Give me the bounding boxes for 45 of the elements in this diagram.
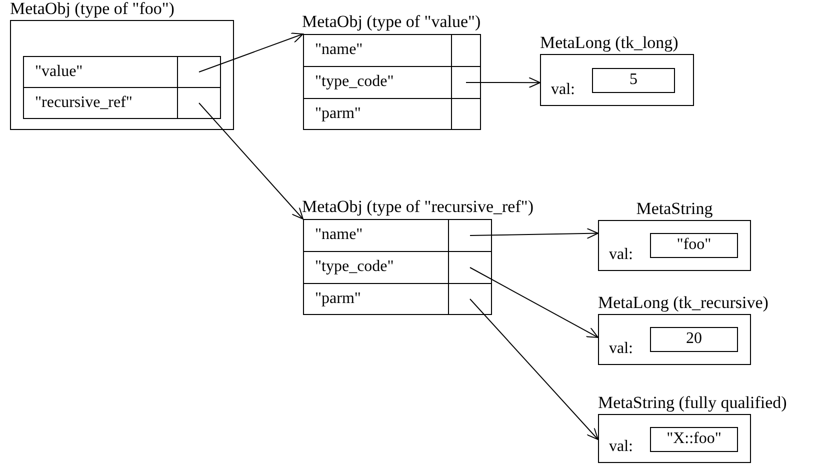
field-row xyxy=(23,87,178,119)
value-box xyxy=(650,327,738,352)
field-name: "recursive_ref" xyxy=(35,94,132,112)
value-text: 5 xyxy=(628,71,638,89)
value-box xyxy=(592,68,675,93)
object-title: MetaString (fully qualified) xyxy=(598,394,787,412)
field-label: val: xyxy=(609,340,633,358)
field-row xyxy=(23,56,178,88)
object-title: MetaObj (type of "recursive_ref") xyxy=(302,198,534,216)
field-row xyxy=(303,219,449,252)
object-title: MetaString xyxy=(635,200,714,218)
object-title: MetaLong (tk_long) xyxy=(540,34,678,52)
field-label: val: xyxy=(609,438,633,456)
field-name: "type_code" xyxy=(315,258,394,276)
value-text: "foo" xyxy=(676,236,712,254)
value-text: "X::foo" xyxy=(666,430,722,448)
field-row xyxy=(303,98,452,130)
field-name: "name" xyxy=(315,226,363,244)
field-name: "value" xyxy=(35,63,83,81)
field-row xyxy=(303,34,452,67)
pointer-slot xyxy=(177,56,221,88)
field-label: val: xyxy=(609,246,633,264)
arrow xyxy=(470,228,598,239)
value-box xyxy=(650,427,738,452)
value-box xyxy=(650,233,738,258)
field-name: "name" xyxy=(315,41,363,59)
pointer-slot xyxy=(448,219,492,252)
field-name: "type_code" xyxy=(315,73,394,91)
value-text: 20 xyxy=(685,330,703,348)
pointer-slot xyxy=(177,87,221,119)
object-title: MetaObj (type of "foo") xyxy=(10,0,174,18)
pointer-slot xyxy=(451,34,481,67)
field-label: val: xyxy=(551,81,575,99)
arrow xyxy=(470,267,598,338)
arrow xyxy=(470,298,598,440)
field-name: "parm" xyxy=(315,290,361,308)
field-name: "parm" xyxy=(315,105,361,123)
object-title: MetaLong (tk_recursive) xyxy=(598,294,768,312)
field-row xyxy=(303,283,449,315)
pointer-slot xyxy=(448,283,492,315)
arrow xyxy=(198,32,304,72)
arrow xyxy=(198,102,304,220)
pointer-slot xyxy=(451,98,481,130)
arrow xyxy=(466,77,540,88)
object-title: MetaObj (type of "value") xyxy=(302,13,481,31)
